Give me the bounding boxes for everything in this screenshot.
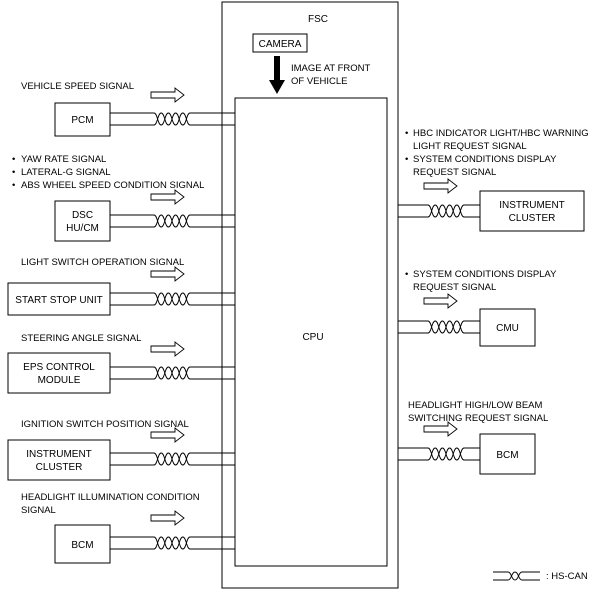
dsc-label-line-2: HU/CM [66, 223, 99, 234]
eps-label-line-2: MODULE [38, 375, 81, 386]
bullet-icon: • [12, 180, 15, 191]
input-dsc-hu-cm: • YAW RATE SIGNAL • LATERAL-G SIGNAL • A… [12, 154, 235, 242]
cpu-box [234, 97, 388, 567]
signal-label: VEHICLE SPEED SIGNAL [21, 81, 134, 92]
camera-to-cpu-arrow [269, 56, 285, 94]
legend: : HS-CAN [493, 571, 588, 582]
output-instrument-cluster: • HBC INDICATOR LIGHT/HBC WARNING LIGHT … [398, 128, 589, 232]
camera-box [252, 33, 308, 53]
instrument-cluster-out-line-1: INSTRUMENT [499, 200, 565, 211]
legend-label: : HS-CAN [546, 571, 588, 582]
bullet-icon: • [12, 154, 15, 165]
signal-arrow-right-icon [150, 341, 185, 357]
cmu-box [479, 308, 536, 347]
bcm-out-box [479, 433, 536, 475]
eps-label-line-1: EPS CONTROL [23, 362, 95, 373]
bullet-icon: • [12, 167, 15, 178]
pcm-label: PCM [71, 115, 93, 126]
bcm-in-box [54, 524, 111, 564]
camera-label: CAMERA [259, 39, 302, 50]
hs-can-link [110, 536, 235, 550]
signal-label: ABS WHEEL SPEED CONDITION SIGNAL [21, 180, 204, 191]
hs-can-link [110, 112, 235, 126]
cpu-label: CPU [302, 332, 323, 343]
hs-can-link [398, 204, 480, 218]
signal-label: SYSTEM CONDITIONS DISPLAY [413, 269, 557, 280]
pcm-box [54, 102, 111, 137]
input-pcm: VEHICLE SPEED SIGNAL PCM [21, 81, 235, 137]
start-stop-box [7, 282, 111, 316]
signal-arrow-right-icon [150, 87, 185, 103]
signal-label: SIGNAL [21, 505, 56, 516]
bullet-icon: • [405, 154, 408, 165]
signal-label: SWITCHING REQUEST SIGNAL [408, 413, 548, 424]
legend-hs-can-symbol-icon [493, 571, 540, 581]
instrument-cluster-out-box [479, 190, 585, 232]
signal-label: LIGHT SWITCH OPERATION SIGNAL [21, 257, 184, 268]
signal-label: HEADLIGHT ILLUMINATION CONDITION [21, 492, 200, 503]
instrument-cluster-in-line-2: CLUSTER [36, 462, 83, 473]
signal-arrow-right-icon [423, 293, 458, 309]
hs-can-link [110, 292, 235, 306]
start-stop-label: START STOP UNIT [15, 295, 102, 306]
signal-label: IGNITION SWITCH POSITION SIGNAL [21, 419, 189, 430]
signal-label: REQUEST SIGNAL [413, 282, 496, 293]
input-eps-control-module: STEERING ANGLE SIGNAL EPS CONTROL MODULE [7, 333, 235, 394]
instrument-cluster-in-line-1: INSTRUMENT [26, 449, 92, 460]
hs-can-link [398, 320, 480, 334]
camera-note-line-2: OF VEHICLE [291, 76, 348, 87]
bcm-out-label: BCM [496, 450, 518, 461]
signal-label: HEADLIGHT HIGH/LOW BEAM [408, 400, 543, 411]
output-cmu: • SYSTEM CONDITIONS DISPLAY REQUEST SIGN… [398, 269, 557, 347]
signal-arrow-right-icon [150, 510, 185, 526]
signal-label: LATERAL-G SIGNAL [21, 167, 111, 178]
bullet-icon: • [405, 128, 408, 139]
signal-label: STEERING ANGLE SIGNAL [21, 333, 141, 344]
hs-can-link [110, 366, 235, 380]
camera-note-line-1: IMAGE AT FRONT [291, 63, 371, 74]
hs-can-link [110, 452, 235, 466]
signal-label: LIGHT REQUEST SIGNAL [413, 141, 527, 152]
signal-arrow-right-icon [423, 178, 458, 194]
signal-arrow-right-icon [423, 421, 458, 437]
hs-can-link [110, 214, 235, 228]
signal-label: HBC INDICATOR LIGHT/HBC WARNING [413, 128, 589, 139]
signal-label: YAW RATE SIGNAL [21, 154, 106, 165]
eps-box [7, 352, 111, 394]
dsc-label-line-1: DSC [72, 210, 93, 221]
signal-arrow-right-icon [150, 427, 185, 443]
dsc-box [54, 200, 111, 242]
input-start-stop-unit: LIGHT SWITCH OPERATION SIGNAL START STOP… [7, 257, 235, 316]
cmu-label: CMU [496, 323, 519, 334]
hs-can-link [398, 447, 480, 461]
input-instrument-cluster: IGNITION SWITCH POSITION SIGNAL INSTRUME… [7, 419, 235, 481]
instrument-cluster-in-box [7, 439, 111, 481]
signal-label: REQUEST SIGNAL [413, 167, 496, 178]
fsc-title: FSC [308, 14, 328, 25]
instrument-cluster-out-line-2: CLUSTER [509, 213, 556, 224]
bcm-in-label: BCM [71, 540, 93, 551]
output-bcm: HEADLIGHT HIGH/LOW BEAM SWITCHING REQUES… [398, 400, 548, 475]
signal-label: SYSTEM CONDITIONS DISPLAY [413, 154, 557, 165]
signal-arrow-right-icon [150, 266, 185, 282]
input-bcm: HEADLIGHT ILLUMINATION CONDITION SIGNAL … [21, 492, 235, 564]
signal-arrow-right-icon [150, 189, 185, 205]
bullet-icon: • [405, 269, 408, 280]
